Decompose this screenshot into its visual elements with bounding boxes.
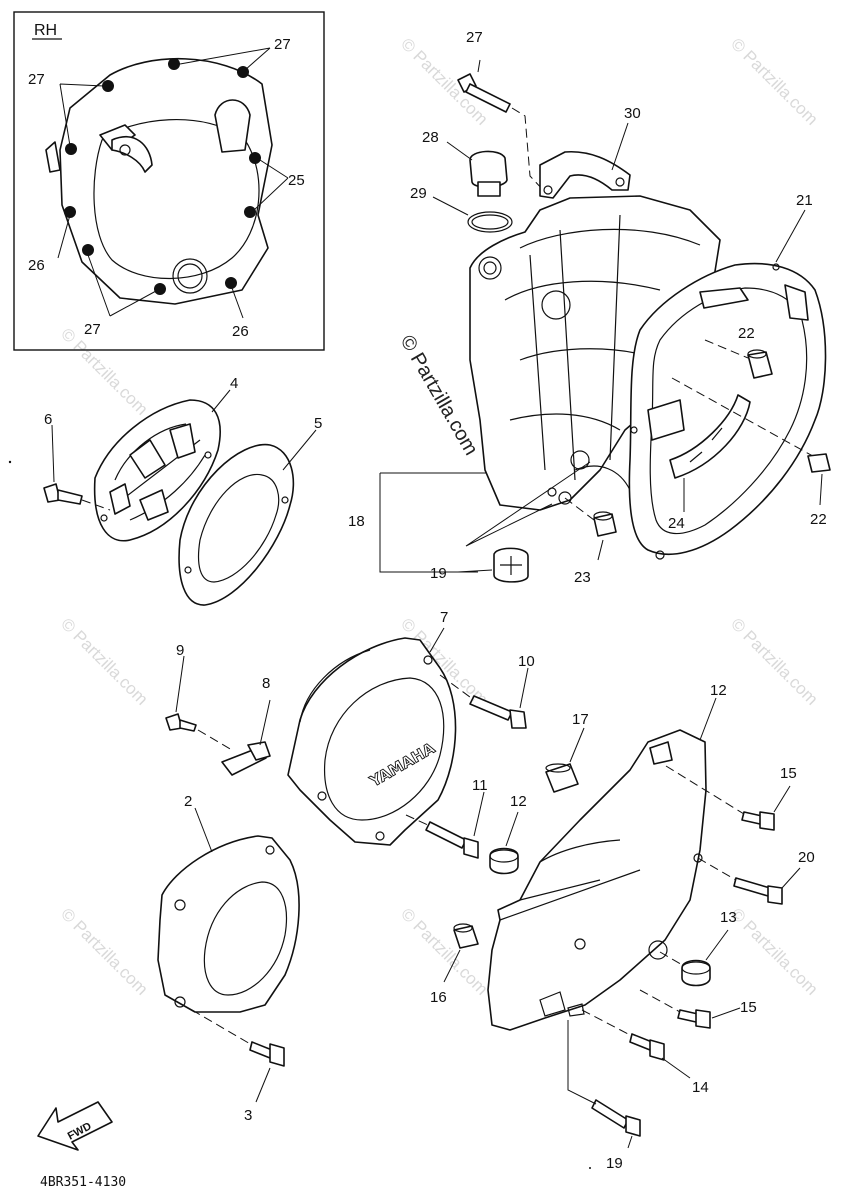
callout-number: 24 bbox=[668, 515, 685, 532]
watermark-center: © Partzilla.com bbox=[396, 332, 482, 460]
callout-number: 12 bbox=[510, 793, 527, 810]
part-15-bolt-upper: 15 bbox=[665, 765, 797, 831]
watermark: © Partzilla.com bbox=[57, 324, 151, 418]
part-10-bolt: 11 bbox=[405, 777, 488, 859]
part-12-collar-right: 13 bbox=[659, 909, 737, 987]
part-2-bolt: 3 bbox=[191, 1009, 285, 1124]
callout-number: 27 bbox=[466, 29, 483, 46]
inset-bolt-dots bbox=[64, 58, 261, 295]
callout-number: 28 bbox=[422, 129, 439, 146]
callout-number: 6 bbox=[44, 411, 52, 428]
inset-label: RH bbox=[34, 22, 57, 39]
watermark: © Partzilla.com bbox=[727, 34, 821, 128]
fwd-arrow-icon: FWD bbox=[37, 1101, 113, 1151]
callout-number: 20 bbox=[798, 849, 815, 866]
part-23-damper: 24 bbox=[668, 377, 821, 532]
callout-number: 11 bbox=[472, 777, 488, 794]
callout-number: 26 bbox=[232, 323, 249, 340]
part-24-bolt: 22 bbox=[807, 453, 831, 528]
part-20-plug: 19 bbox=[430, 461, 591, 583]
callout-number: 15 bbox=[740, 999, 757, 1016]
callout-number: 7 bbox=[440, 609, 448, 626]
drawing-code: 4BR351-4130 bbox=[40, 1175, 126, 1190]
callout-number: 19 bbox=[430, 565, 447, 582]
watermark: © Partzilla.com bbox=[397, 904, 491, 998]
callout-number: 25 bbox=[288, 172, 305, 189]
watermark: © Partzilla.com bbox=[727, 904, 821, 998]
callout-number: 27 bbox=[84, 321, 101, 338]
part-5-bolt: 6 bbox=[43, 411, 111, 511]
callout-number: 27 bbox=[28, 71, 45, 88]
part-8-bolt: 9 bbox=[165, 642, 233, 751]
callout-number: 10 bbox=[518, 653, 535, 670]
part-12-collar: 12 bbox=[489, 793, 527, 875]
callout-number: 18 bbox=[348, 513, 365, 530]
callout-number: 22 bbox=[810, 511, 827, 528]
part-27-bolt-top: 27 bbox=[457, 29, 546, 193]
callout-number: 19 bbox=[606, 1155, 623, 1172]
callout-number: 5 bbox=[314, 415, 322, 432]
part-30-bracket: 30 bbox=[539, 105, 641, 199]
callout-number: 14 bbox=[692, 1079, 709, 1096]
callout-number: 30 bbox=[624, 105, 641, 122]
callout-number: 16 bbox=[430, 989, 447, 1006]
callout-number: 12 bbox=[710, 682, 727, 699]
callout-number: 3 bbox=[244, 1107, 252, 1124]
part-17-bolt: 20 bbox=[697, 849, 815, 905]
part-6-yamaha-cover: YAMAHA 7 bbox=[287, 609, 457, 846]
callout-number: 23 bbox=[574, 569, 591, 586]
watermark: © Partzilla.com bbox=[397, 34, 491, 128]
callout-number: 8 bbox=[262, 675, 270, 692]
callout-number: 15 bbox=[780, 765, 797, 782]
part-14-bolt: 14 bbox=[581, 1009, 709, 1096]
callout-number: 29 bbox=[410, 185, 427, 202]
part-13-dowel: 16 bbox=[430, 923, 479, 1006]
watermark: © Partzilla.com bbox=[57, 904, 151, 998]
callout-number: 26 bbox=[28, 257, 45, 274]
part-22-dowel-upper: 22 bbox=[704, 325, 773, 379]
part-19-crankcase-cover: 18 bbox=[348, 195, 721, 573]
part-11-cover: 12 bbox=[487, 682, 727, 1031]
callout-number: 2 bbox=[184, 793, 192, 810]
rh-inset: RH 27 27 25 26 bbox=[13, 11, 325, 351]
callout-number: 9 bbox=[176, 642, 184, 659]
callout-number: 27 bbox=[274, 36, 291, 53]
part-22-dowel-lower: 23 bbox=[564, 497, 617, 586]
part-3-plate: 4 bbox=[93, 375, 238, 542]
part-7-clip: 8 bbox=[221, 675, 271, 776]
callout-number: 22 bbox=[738, 325, 755, 342]
part-1-cover: 2 bbox=[157, 793, 300, 1013]
part-16-bolt: 19 bbox=[567, 1020, 641, 1172]
watermark: © Partzilla.com bbox=[57, 614, 151, 708]
part-4-gasket: 5 bbox=[178, 415, 322, 606]
part-9-bolt: 10 bbox=[439, 653, 535, 729]
part-29-o-ring: 29 bbox=[410, 185, 513, 233]
part-28-filler-cap: 28 bbox=[422, 129, 508, 197]
part-15-bolt-lower: 15 bbox=[639, 989, 757, 1029]
watermark: © Partzilla.com bbox=[727, 614, 821, 708]
callout-number: 21 bbox=[796, 192, 813, 209]
callout-number: 13 bbox=[720, 909, 737, 926]
part-18-dowel: 17 bbox=[545, 711, 589, 793]
callout-number: 17 bbox=[572, 711, 589, 728]
callout-number: 4 bbox=[230, 375, 238, 392]
